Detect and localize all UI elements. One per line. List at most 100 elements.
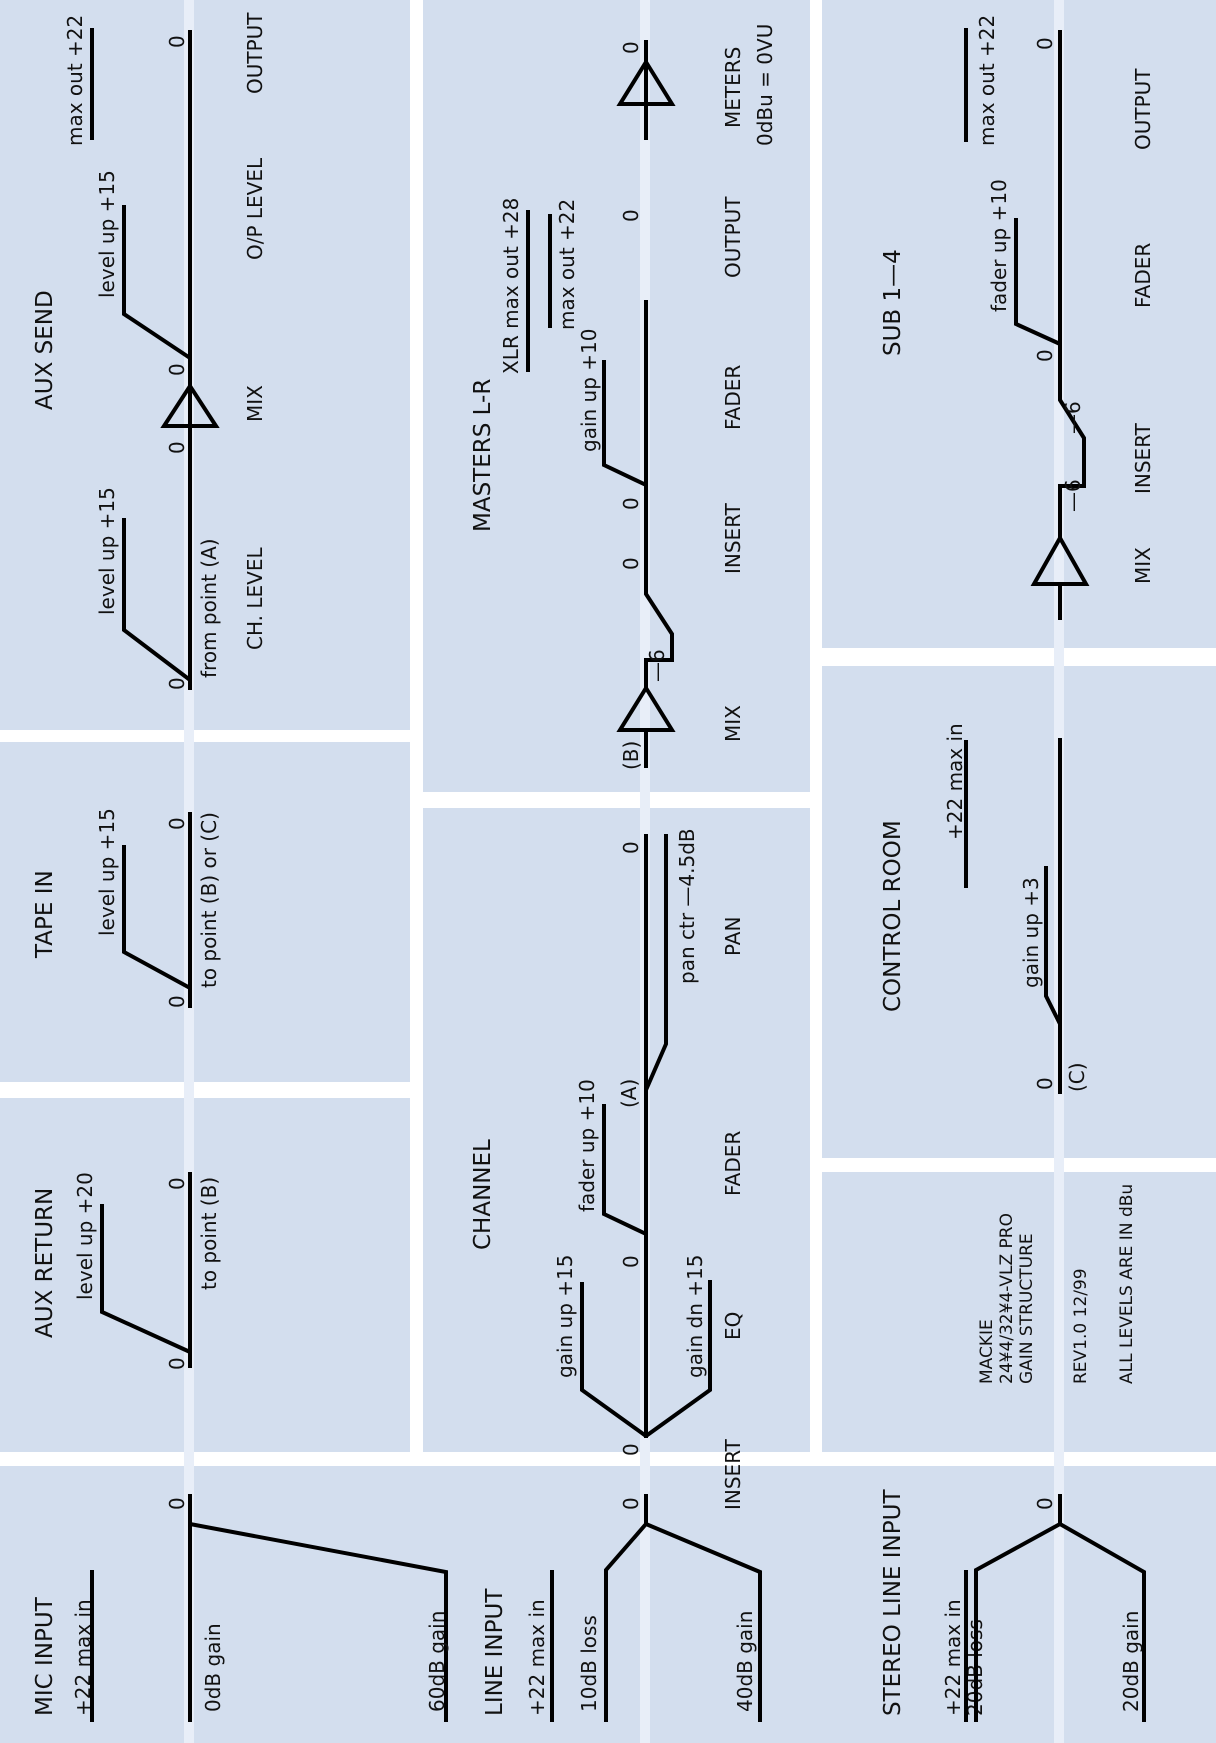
masters-lr-minus6: —6	[645, 649, 669, 682]
aux-return-level-ramp	[100, 1204, 191, 1354]
aux-send-label-op-level: O/P LEVEL	[243, 157, 267, 260]
sub-1-4-zero-b: 0	[1033, 37, 1057, 50]
line-input-max: +22 max in	[525, 1599, 549, 1716]
info-units: ALL LEVELS ARE IN dBu	[1117, 1184, 1137, 1384]
masters-lr-label-meters: METERS	[721, 47, 745, 128]
tape-in-title: TAPE IN	[32, 870, 58, 959]
panel-tape-in	[0, 742, 410, 1082]
masters-lr-minus6-step	[602, 360, 674, 688]
aux-return-zero-b: 0	[165, 1177, 189, 1190]
aux-send-label-mix: MIX	[243, 385, 267, 422]
tape-in-level: level up +15	[95, 808, 119, 936]
aux-send-zero-3: 0	[165, 363, 189, 376]
control-room-section: CONTROL ROOM 0 (C) gain up +3 +22 max in	[880, 723, 1089, 1094]
masters-lr-label-fader: FADER	[721, 365, 745, 430]
tape-in-section: TAPE IN level up +15 0 0 to point (B) or…	[32, 808, 221, 1008]
info-line-2: 24¥4/32¥4-VLZ PRO	[997, 1213, 1017, 1384]
channel-zero-3: 0	[619, 841, 643, 854]
mic-input-section: MIC INPUT +22 max in 0 0dB gain 60dB gai…	[32, 1494, 449, 1722]
panel-info	[822, 1172, 1216, 1452]
sub-1-4-fader: fader up +10	[987, 179, 1011, 312]
line-input-title: LINE INPUT	[482, 1588, 508, 1716]
channel-gain-up: gain up +15	[553, 1255, 577, 1378]
aux-send-op-level-ramp	[122, 205, 192, 360]
masters-lr-gain: gain up +10	[577, 329, 601, 452]
tape-in-dest: to point (B) or (C)	[197, 812, 221, 988]
channel-label-insert: INSERT	[721, 1438, 745, 1510]
aux-send-mix-amp-icon	[160, 382, 220, 428]
aux-send-zero-2: 0	[165, 441, 189, 454]
aux-send-level-2: level up +15	[95, 170, 119, 298]
stereo-line-input-gain: 20dB gain	[1119, 1611, 1143, 1712]
panel-aux-send	[0, 0, 410, 730]
masters-lr-max: max out +22	[555, 199, 579, 330]
masters-lr-xlr: XLR max out +28	[499, 198, 523, 374]
sub-1-4-label-output: OUTPUT	[1131, 68, 1155, 150]
channel-title: CHANNEL	[470, 1139, 496, 1250]
masters-lr-label-insert: INSERT	[721, 502, 745, 574]
aux-send-max: max out +22	[63, 15, 87, 146]
line-input-loss-ramp	[604, 1522, 648, 1722]
sub-1-4-label-fader: FADER	[1131, 243, 1155, 308]
aux-send-level-1: level up +15	[95, 487, 119, 615]
masters-lr-section: MASTERS L-R (B) —6 gain up +10 XLR max o…	[470, 24, 777, 770]
info-line-1: MACKIE	[977, 1319, 997, 1384]
masters-lr-point-b: (B)	[619, 741, 643, 770]
channel-point-a: (A)	[617, 1079, 641, 1108]
aux-return-section: AUX RETURN level up +20 0 0 to point (B)	[32, 1172, 221, 1370]
line-input-zero: 0	[619, 1497, 643, 1510]
line-input-gain-ramp	[645, 1522, 762, 1722]
control-room-title: CONTROL ROOM	[880, 820, 906, 1012]
info-rev: REV1.0 12/99	[1071, 1268, 1091, 1384]
mic-input-min-gain: 0dB gain	[201, 1623, 225, 1712]
aux-send-section: AUX SEND level up +15 level up +15 max o…	[32, 12, 267, 690]
tape-in-zero-a: 0	[165, 995, 189, 1008]
channel-section: CHANNEL gain up +15 gain dn +15 fader up…	[470, 828, 745, 1456]
aux-send-from-point: from point (A)	[197, 538, 221, 678]
mic-input-title: MIC INPUT	[32, 1596, 58, 1716]
panel-aux-return	[0, 1098, 410, 1452]
panel-control-room	[822, 666, 1216, 1158]
sub-1-4-minus6-a: —6	[1061, 479, 1085, 512]
channel-fader-ramp	[602, 1104, 647, 1236]
stereo-line-input-title: STEREO LINE INPUT	[880, 1489, 906, 1716]
aux-return-level: level up +20	[73, 1172, 97, 1300]
masters-lr-label-mix: MIX	[721, 705, 745, 742]
stereo-line-input-zero: 0	[1033, 1497, 1057, 1510]
tape-in-level-ramp	[122, 845, 191, 990]
line-input-loss: 10dB loss	[577, 1615, 601, 1712]
masters-lr-zero-3: 0	[619, 209, 643, 222]
masters-lr-title: MASTERS L-R	[470, 379, 496, 532]
panel-masters-lr	[423, 0, 810, 792]
sub-1-4-label-mix: MIX	[1131, 547, 1155, 584]
masters-lr-meter-icon	[616, 58, 676, 106]
channel-gain-up-ramp	[580, 1282, 648, 1438]
line-input-section: LINE INPUT +22 max in 0 10dB loss 40dB g…	[482, 1438, 762, 1722]
sub-1-4-max: max out +22	[975, 15, 999, 146]
stereo-line-input-loss-ramp	[974, 1522, 1061, 1722]
info-line-3: GAIN STRUCTURE	[1017, 1233, 1037, 1384]
sub-1-4-section: SUB 1—4 —6 —6 0 0 fader up +10 max out +…	[880, 15, 1155, 620]
aux-send-zero-4: 0	[165, 35, 189, 48]
aux-send-title: AUX SEND	[32, 290, 58, 410]
masters-lr-label-output: OUTPUT	[721, 196, 745, 278]
channel-pan: pan ctr —4.5dB	[675, 828, 699, 984]
control-room-gain-ramp	[1044, 866, 1062, 1025]
sub-1-4-minus6-b: —6	[1061, 401, 1085, 434]
channel-pan-step	[644, 834, 668, 1091]
sub-1-4-fader-ramp	[1014, 218, 1061, 346]
channel-label-pan: PAN	[721, 917, 745, 956]
aux-return-zero-a: 0	[165, 1357, 189, 1370]
stereo-line-input-gain-ramp	[1059, 1522, 1146, 1722]
masters-lr-zero-1: 0	[619, 557, 643, 570]
stereo-line-input-max: +22 max in	[941, 1599, 965, 1716]
control-room-point-c: (C)	[1065, 1062, 1089, 1092]
channel-fader: fader up +10	[575, 1079, 599, 1212]
control-room-max: +22 max in	[943, 723, 967, 840]
sub-1-4-label-insert: INSERT	[1131, 422, 1155, 494]
masters-lr-zero-2: 0	[619, 497, 643, 510]
aux-send-ch-level-ramp	[122, 518, 192, 682]
mic-input-max-gain: 60dB gain	[425, 1611, 449, 1712]
sub-1-4-insert-step	[1058, 344, 1086, 538]
mic-input-zero: 0	[165, 1497, 189, 1510]
